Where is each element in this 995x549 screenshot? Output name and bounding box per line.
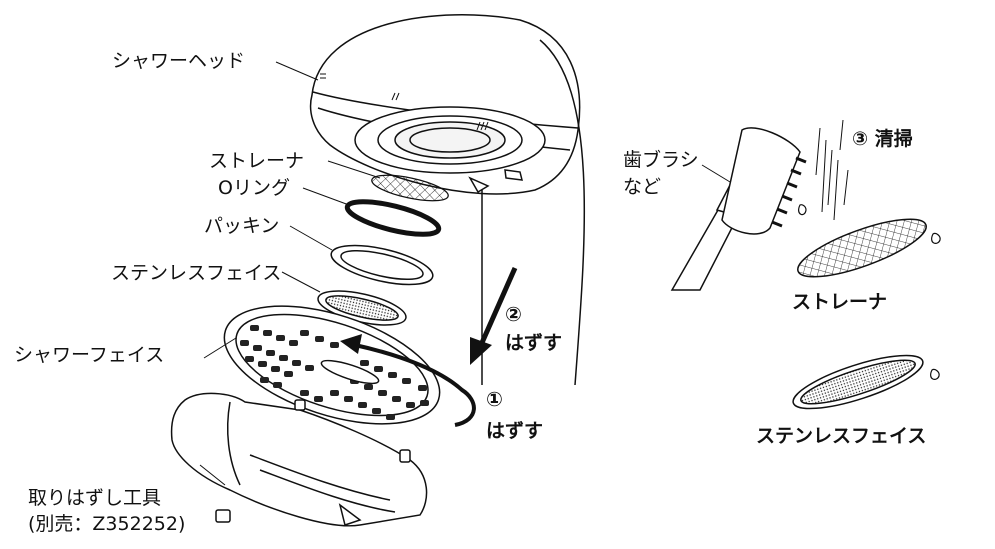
step2-arrow-shaft	[478, 266, 518, 347]
step2-number: ②	[505, 302, 522, 326]
label-toothbrush: 歯ブラシ など	[623, 149, 699, 198]
water-drops	[798, 204, 941, 380]
shower-head-part	[309, 14, 581, 195]
shower-face-part	[223, 305, 441, 425]
step2-arrowhead	[470, 337, 492, 365]
removal-tool-part	[170, 392, 428, 527]
label-strainer: ストレーナ	[209, 150, 305, 172]
cleaned-stainless-face	[792, 354, 924, 410]
step1-rotate-arrow	[354, 343, 476, 427]
water-streaks	[815, 119, 849, 221]
label-shower-face: シャワーフェイス	[14, 344, 165, 366]
step1-text: はずす	[486, 420, 544, 442]
label-stainless-face: ステンレスフェイス	[111, 262, 282, 284]
stainless-face-part	[317, 290, 407, 326]
strainer-part	[371, 174, 449, 202]
cleaned-strainer	[797, 218, 927, 278]
label-packing: パッキン	[204, 215, 280, 237]
caption-cleaned-strainer: ストレーナ	[792, 291, 888, 313]
leader-lines	[199, 61, 736, 486]
label-removal-tool: 取りはずし工具 (別売：Z352252)	[28, 487, 186, 535]
o-ring-part	[344, 199, 442, 237]
toothbrush-part	[670, 127, 807, 291]
step2-text: はずす	[505, 332, 563, 354]
caption-cleaned-stainless-face: ステンレスフェイス	[756, 425, 927, 447]
step1-arrowhead	[340, 334, 362, 354]
label-o-ring: Oリング	[218, 177, 290, 199]
label-shower-head: シャワーヘッド	[112, 50, 246, 72]
step1-number: ①	[486, 387, 503, 411]
packing-part	[330, 244, 434, 286]
step3-label: ③ 清掃	[852, 128, 913, 150]
